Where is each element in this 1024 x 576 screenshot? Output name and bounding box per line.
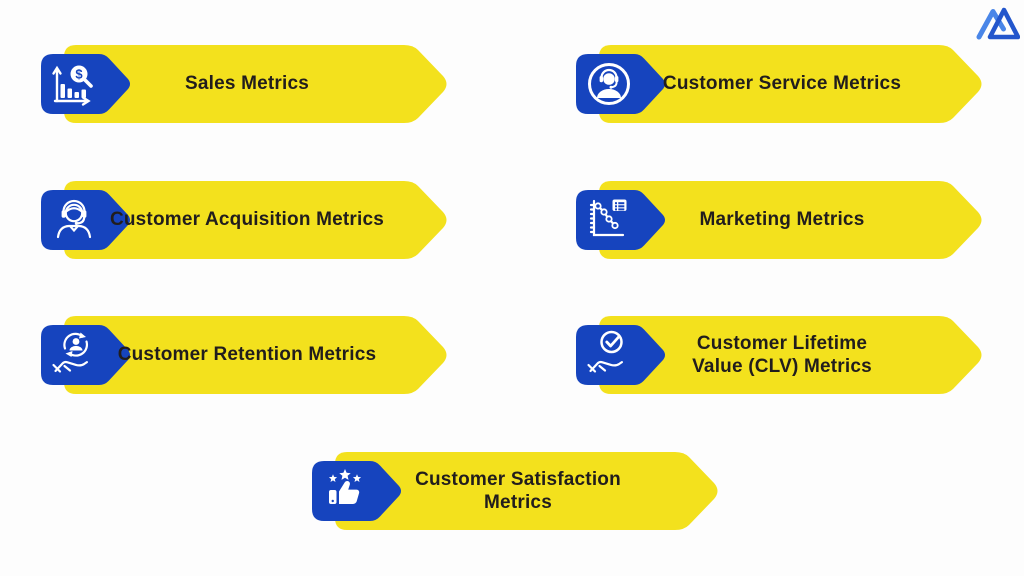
banner-customer-service-metrics: Customer Service Metrics (576, 45, 988, 123)
mountain-logo (976, 7, 1020, 40)
mountain-logo-left-peak (976, 9, 1006, 40)
thumbs-up-stars-icon (312, 461, 404, 521)
banner-arrow-shape (335, 452, 718, 530)
banner-arrow-shape (64, 181, 447, 259)
banner-arrow-shape (64, 45, 447, 123)
banner-arrow-shape (599, 181, 982, 259)
banner-customer-lifetime-value-metrics: Customer Lifetime Value (CLV) Metrics (576, 316, 988, 394)
mountain-logo-right-peak (987, 7, 1020, 40)
banner-sales-metrics: $ Sales Metrics (41, 45, 453, 123)
hand-holding-customer-refresh-icon (41, 325, 133, 385)
declining-chart-report-icon (576, 190, 668, 250)
support-agent-icon (41, 190, 133, 250)
banner-customer-retention-metrics: Customer Retention Metrics (41, 316, 453, 394)
banner-arrow-shape (64, 316, 447, 394)
hand-holding-check-icon (576, 325, 668, 385)
banner-customer-satisfaction-metrics: Customer Satisfaction Metrics (312, 452, 724, 530)
banner-marketing-metrics: Marketing Metrics (576, 181, 988, 259)
svg-text:$: $ (75, 67, 83, 82)
headset-person-circle-icon (576, 54, 668, 114)
banner-customer-acquisition-metrics: Customer Acquisition Metrics (41, 181, 453, 259)
sales-chart-magnifier-icon: $ (41, 54, 133, 114)
banner-arrow-shape (599, 316, 982, 394)
banner-arrow-shape (599, 45, 982, 123)
